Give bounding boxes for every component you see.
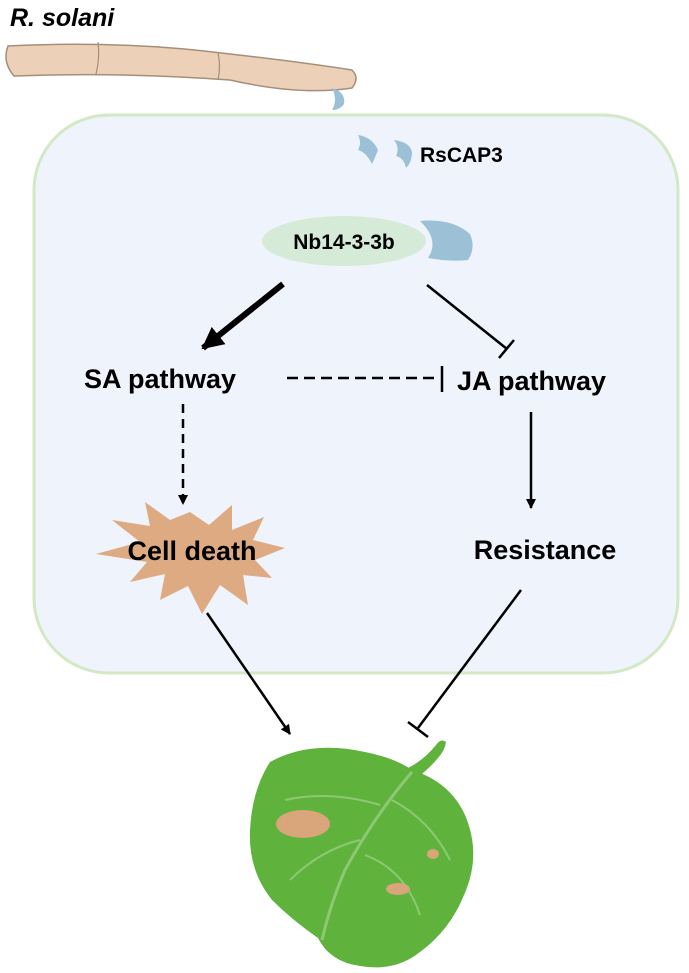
leaf-icon [249, 740, 474, 968]
celldeath-leaf-arrow [205, 612, 292, 735]
target-ellipse [262, 216, 426, 266]
effector-bound-icon [420, 220, 473, 261]
hypha [5, 41, 357, 92]
resistance-leaf-inhibition [407, 589, 523, 738]
lesion-tiny [427, 849, 439, 859]
activation-arrow-sa [201, 281, 285, 351]
cell-death-burst-icon [96, 502, 285, 614]
sa-ja-antagonism [287, 366, 444, 392]
effector-icon-2 [394, 140, 412, 168]
inhibition-arrow-ja [426, 284, 515, 359]
effector-icon-1 [358, 135, 378, 164]
effector-label: RsCAP3 [420, 144, 503, 167]
effector-secreted-icon [332, 88, 345, 110]
lesion-small [386, 883, 410, 895]
lesion-large [276, 810, 330, 838]
ja-pathway-label: JA pathway [457, 366, 606, 396]
sa-pathway-label: SA pathway [84, 364, 236, 394]
organism-label: R. solani [10, 4, 115, 32]
target-label: Nb14-3-3b [293, 231, 395, 254]
cell-death-label: Cell death [127, 536, 256, 566]
resistance-label: Resistance [474, 535, 617, 565]
